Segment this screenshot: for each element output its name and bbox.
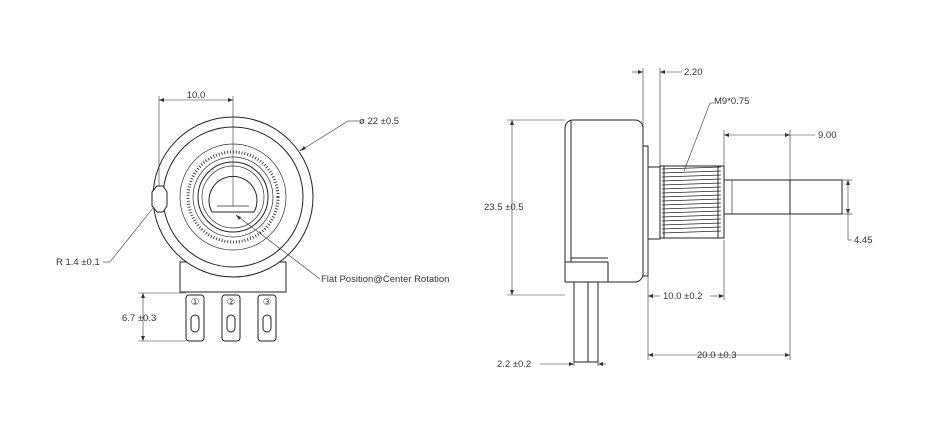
dim-body-height: 23.5 ±0.5: [484, 202, 524, 213]
mounting-plate: [642, 145, 649, 277]
dim-bushing-length: 10.0 ±0.2: [663, 291, 703, 302]
terminal-1: [185, 294, 205, 342]
locating-lug: [151, 185, 168, 213]
shaft-flat-profile: [208, 175, 258, 213]
dim-thread: M9*0.75: [714, 96, 749, 107]
terminal-number-2: ②: [227, 297, 236, 308]
terminal-2: [221, 294, 241, 342]
terminal-3: [257, 294, 277, 342]
side-view: 2.20 M9*0.75 9.00 23.5 ±0.5 4.45 10.0 ±0…: [484, 67, 873, 370]
dim-shaft-diameter: 4.45: [854, 235, 873, 246]
dim-shaft-length: 9.00: [818, 130, 837, 141]
shaft: [723, 179, 843, 215]
dim-nut-thickness: 2.20: [684, 67, 703, 78]
terminal-number-3: ③: [263, 297, 272, 308]
thread-lines: [661, 166, 722, 234]
dim-terminal-length: 6.7 ±0.3: [122, 313, 156, 324]
threaded-bushing: [659, 165, 725, 239]
dim-terminal-thickness: 2.2 ±0.2: [497, 359, 531, 370]
dim-body-diameter: ø 22 ±0.5: [359, 116, 399, 127]
note-flat-position: Flat Position@Center Rotation: [321, 274, 449, 285]
dim-total-length: 20.0 ±0.3: [697, 350, 737, 361]
nut: [647, 166, 661, 240]
side-terminal: [573, 281, 599, 363]
dim-locating-radius: R 1.4 ±0.1: [56, 257, 100, 268]
dim-flat-offset: 10.0: [187, 90, 206, 101]
front-view: ① ② ③ 10.0 ø 22 ±0.5 R 1.4 ±0.1: [56, 90, 449, 342]
terminal-number-1: ①: [191, 297, 200, 308]
